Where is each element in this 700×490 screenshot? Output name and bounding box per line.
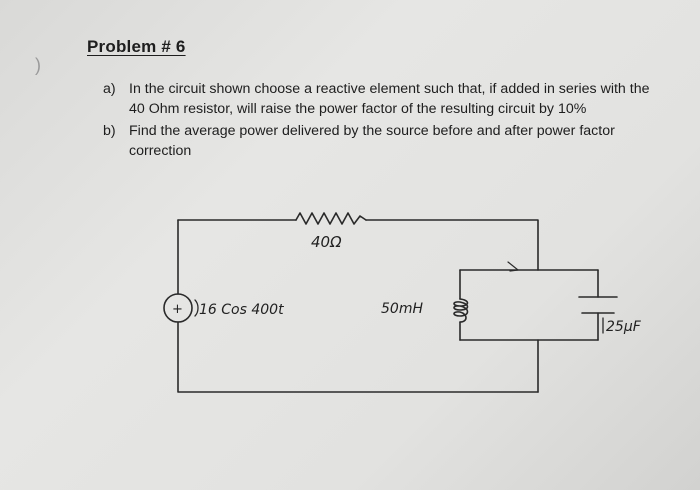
part-b-text: Find the average power delivered by the …: [129, 123, 615, 159]
resistor-symbol: [295, 212, 367, 225]
part-a: a) In the circuit shown choose a reactiv…: [103, 80, 663, 119]
part-a-text: In the circuit shown choose a reactive e…: [129, 81, 650, 117]
capacitor-label: 25μF: [606, 319, 642, 335]
wire-bottom: [177, 321, 539, 393]
margin-mark: ): [35, 55, 41, 75]
part-b-label: b): [103, 123, 116, 139]
part-a-label: a): [103, 81, 116, 97]
voltage-source-symbol: [163, 293, 193, 323]
problem-title: Problem # 6: [87, 37, 186, 56]
wire-top-right: [365, 219, 539, 271]
inductor-label: 50mH: [381, 301, 423, 317]
part-b: b) Find the average power delivered by t…: [103, 122, 663, 161]
source-plus-sign: +: [172, 302, 183, 317]
resistor-label: 40Ω: [311, 233, 342, 251]
source-label: 16 Cos 400t: [199, 302, 284, 318]
cursor-arrow-mark: [507, 261, 519, 272]
source-label-bracket: [194, 299, 199, 317]
problem-parts: a) In the circuit shown choose a reactiv…: [103, 80, 663, 164]
inductor-symbol: [453, 298, 469, 323]
